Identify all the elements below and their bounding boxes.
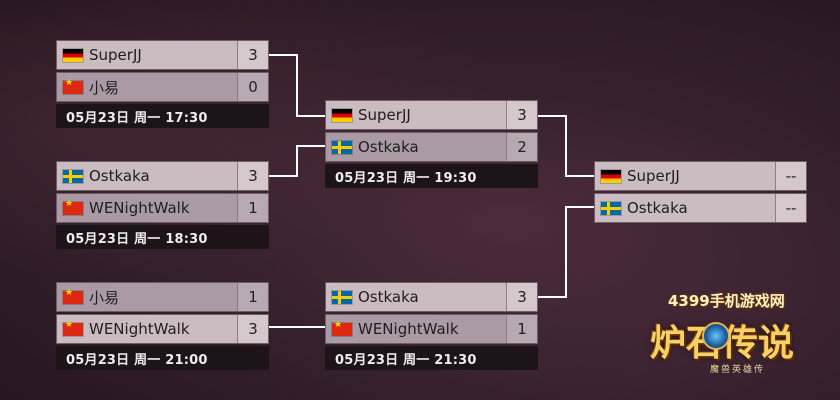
player-name: WENightWalk xyxy=(358,320,459,338)
player-name: SuperJJ xyxy=(358,106,411,124)
player-row[interactable]: 小易 1 xyxy=(56,282,269,312)
sweden-flag-icon xyxy=(63,169,83,183)
match-time: 05月23日 周一 21:30 xyxy=(325,346,538,370)
china-flag-icon xyxy=(63,78,83,94)
sweden-flag-icon xyxy=(332,290,352,304)
china-flag-icon xyxy=(63,320,83,336)
match-final[interactable]: SuperJJ -- Ostkaka -- xyxy=(594,161,807,223)
player-name: WENightWalk xyxy=(89,320,190,338)
germany-flag-icon xyxy=(63,48,83,62)
player-row[interactable]: WENightWalk 3 xyxy=(56,314,269,344)
match-time: 05月23日 周一 17:30 xyxy=(56,104,269,128)
player-name: WENightWalk xyxy=(89,199,190,217)
player-row[interactable]: Ostkaka 3 xyxy=(325,282,538,312)
logo-site-name: 4399手机游戏网 xyxy=(668,292,785,310)
match-r1-2[interactable]: Ostkaka 3 WENightWalk 1 05月23日 周一 18:30 xyxy=(56,161,269,249)
germany-flag-icon xyxy=(601,169,621,183)
player-row[interactable]: SuperJJ 3 xyxy=(56,40,269,70)
player-name: Ostkaka xyxy=(89,167,150,185)
player-score: 3 xyxy=(237,41,268,69)
player-score: 3 xyxy=(237,315,268,343)
logo-subtitle: 魔兽英雄传 xyxy=(710,365,766,375)
china-flag-icon xyxy=(332,320,352,336)
player-score: 1 xyxy=(237,194,268,222)
player-row[interactable]: SuperJJ -- xyxy=(594,161,807,191)
sweden-flag-icon xyxy=(601,201,621,215)
connector-m4-m6 xyxy=(538,115,594,177)
connector-m5-m6 xyxy=(538,206,594,298)
match-r2-1[interactable]: SuperJJ 3 Ostkaka 2 05月23日 周一 19:30 xyxy=(325,100,538,188)
player-row[interactable]: Ostkaka 2 xyxy=(325,132,538,162)
hearthstone-emblem-icon xyxy=(702,322,730,350)
player-row[interactable]: Ostkaka 3 xyxy=(56,161,269,191)
player-name: SuperJJ xyxy=(627,167,680,185)
player-score: 3 xyxy=(237,162,268,190)
sweden-flag-icon xyxy=(332,140,352,154)
player-row[interactable]: WENightWalk 1 xyxy=(325,314,538,344)
player-score: 3 xyxy=(506,101,537,129)
player-score: -- xyxy=(775,162,806,190)
player-score: 1 xyxy=(506,315,537,343)
player-score: 0 xyxy=(237,73,268,101)
china-flag-icon xyxy=(63,288,83,304)
player-name: Ostkaka xyxy=(358,288,419,306)
china-flag-icon xyxy=(63,199,83,215)
player-name: Ostkaka xyxy=(627,199,688,217)
player-row[interactable]: SuperJJ 3 xyxy=(325,100,538,130)
player-score: -- xyxy=(775,194,806,222)
player-score: 3 xyxy=(506,283,537,311)
connector-m1-m4 xyxy=(269,54,325,117)
player-row[interactable]: 小易 0 xyxy=(56,72,269,102)
player-name: 小易 xyxy=(89,288,120,307)
player-row[interactable]: Ostkaka -- xyxy=(594,193,807,223)
player-name: Ostkaka xyxy=(358,138,419,156)
site-logo[interactable]: 4399手机游戏网 炉石传说 魔兽英雄传 xyxy=(650,290,818,390)
connector-m2-m4 xyxy=(269,145,325,177)
match-time: 05月23日 周一 18:30 xyxy=(56,225,269,249)
match-r1-3[interactable]: 小易 1 WENightWalk 3 05月23日 周一 21:00 xyxy=(56,282,269,370)
player-name: SuperJJ xyxy=(89,46,142,64)
germany-flag-icon xyxy=(332,108,352,122)
player-score: 2 xyxy=(506,133,537,161)
match-r1-1[interactable]: SuperJJ 3 小易 0 05月23日 周一 17:30 xyxy=(56,40,269,128)
player-row[interactable]: WENightWalk 1 xyxy=(56,193,269,223)
match-time: 05月23日 周一 19:30 xyxy=(325,164,538,188)
player-name: 小易 xyxy=(89,78,120,97)
match-r2-2[interactable]: Ostkaka 3 WENightWalk 1 05月23日 周一 21:30 xyxy=(325,282,538,370)
match-time: 05月23日 周一 21:00 xyxy=(56,346,269,370)
player-score: 1 xyxy=(237,283,268,311)
